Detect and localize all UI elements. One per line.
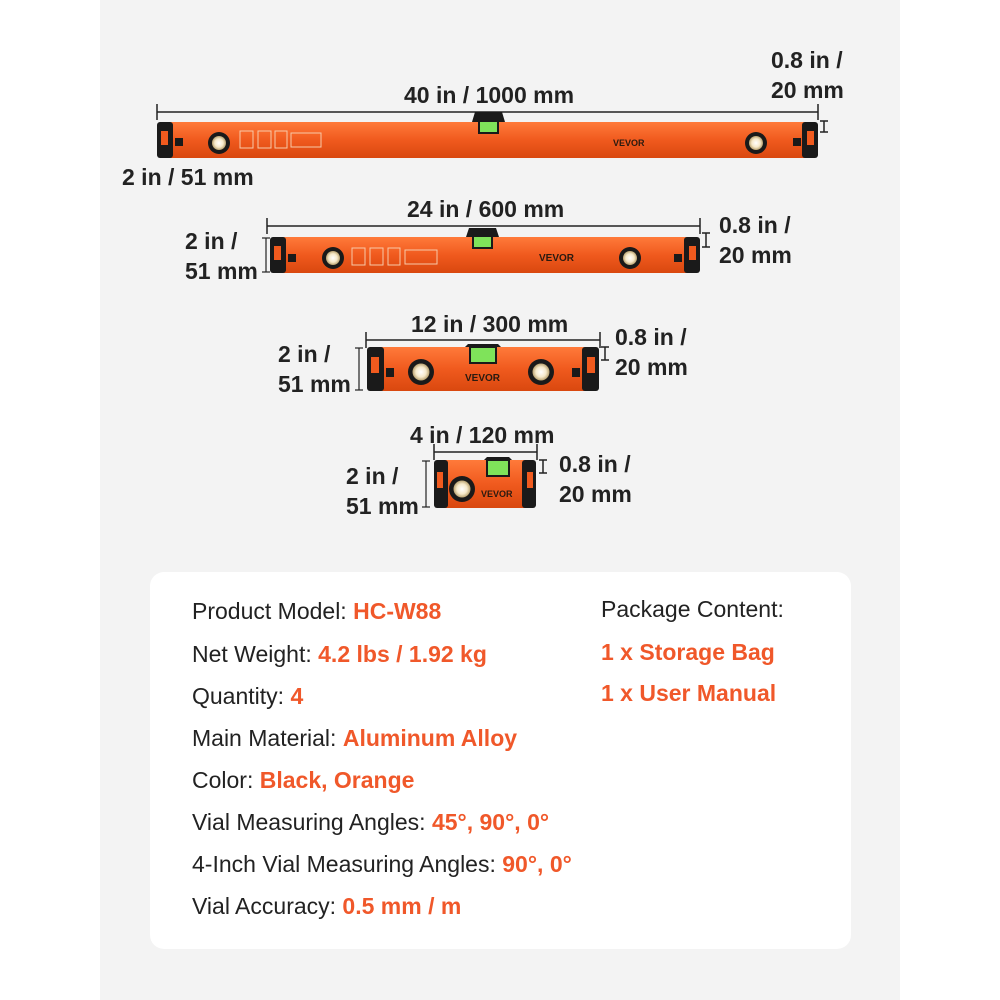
height-label-4in: 2 in / 51 mm (346, 461, 419, 521)
round-vial (208, 132, 230, 154)
height-label-24in: 2 in / 51 mm (185, 226, 258, 286)
package-item: 1 x Storage Bag (601, 639, 775, 665)
brand-label: VEVOR (465, 373, 501, 384)
spec-row-weight: Net Weight: 4.2 lbs / 1.92 kg (192, 639, 487, 669)
length-label-12in: 12 in / 300 mm (411, 311, 569, 337)
spec-row-4in-vial-angles: 4-Inch Vial Measuring Angles: 90°, 0° (192, 849, 572, 879)
thickness-line2: 20 mm (615, 354, 688, 380)
thickness-line1: 0.8 in / (771, 47, 843, 73)
length-label-4in: 4 in / 120 mm (410, 422, 555, 448)
spec-value: Black, Orange (259, 767, 415, 793)
level-4in (422, 444, 547, 508)
spec-row-material: Main Material: Aluminum Alloy (192, 723, 517, 753)
height-line1: 2 in / (185, 228, 238, 254)
height-line2: 51 mm (346, 493, 419, 519)
spec-value: Aluminum Alloy (342, 725, 518, 751)
spec-card (150, 572, 851, 949)
spec-row-color: Color: Black, Orange (192, 765, 414, 795)
brand-label: VEVOR (481, 489, 513, 499)
spec-label: Vial Measuring Angles: (192, 809, 432, 835)
thickness-line1: 0.8 in / (559, 451, 631, 477)
spec-label: Main Material: (192, 725, 343, 751)
round-vial (745, 132, 767, 154)
spec-value: 4.2 lbs / 1.92 kg (318, 641, 487, 667)
spec-label: Quantity: (192, 683, 291, 709)
thickness-label-12in: 0.8 in / 20 mm (615, 322, 688, 382)
spec-value: HC-W88 (353, 598, 442, 624)
height-line1: 2 in / (346, 463, 399, 489)
brand-label: VEVOR (539, 253, 575, 264)
spec-row-quantity: Quantity: 4 (192, 681, 303, 711)
level-24in (262, 218, 710, 273)
spec-value: 45°, 90°, 0° (431, 809, 550, 835)
spec-row-model: Product Model: HC-W88 (192, 596, 441, 626)
height-label-12in: 2 in / 51 mm (278, 339, 351, 399)
length-label-40in: 40 in / 1000 mm (404, 82, 575, 108)
height-line2: 51 mm (278, 371, 351, 397)
spec-row-vial-angles: Vial Measuring Angles: 45°, 90°, 0° (192, 807, 549, 837)
spec-label: Color: (192, 767, 260, 793)
spec-label: Product Model: (192, 598, 354, 624)
package-title: Package Content: (601, 596, 784, 622)
spec-value: 90°, 0° (502, 851, 572, 877)
spec-row-accuracy: Vial Accuracy: 0.5 mm / m (192, 891, 461, 921)
level-40in (156, 104, 828, 158)
package-item: 1 x User Manual (601, 680, 777, 706)
thickness-label-4in: 0.8 in / 20 mm (559, 449, 632, 509)
spec-value: 4 (290, 683, 304, 709)
height-line1: 2 in / (278, 341, 331, 367)
thickness-label-40in: 0.8 in / 20 mm (771, 45, 844, 105)
thickness-label-24in: 0.8 in / 20 mm (719, 210, 792, 270)
spec-value: 0.5 mm / m (342, 893, 462, 919)
length-label-24in: 24 in / 600 mm (407, 196, 565, 222)
thickness-line2: 20 mm (719, 242, 792, 268)
spec-label: 4-Inch Vial Measuring Angles: (192, 851, 503, 877)
height-label-40in: 2 in / 51 mm (122, 164, 254, 190)
thickness-line1: 0.8 in / (615, 324, 687, 350)
thickness-line2: 20 mm (771, 77, 844, 103)
top-vial (472, 112, 505, 134)
thickness-line2: 20 mm (559, 481, 632, 507)
spec-label: Vial Accuracy: (192, 893, 343, 919)
levels-diagram: VEVOR VEVOR VEVOR VEVOR (156, 104, 828, 508)
spec-label: Net Weight: (192, 641, 319, 667)
level-12in (355, 332, 609, 391)
height-line2: 51 mm (185, 258, 258, 284)
thickness-line1: 0.8 in / (719, 212, 791, 238)
brand-label: VEVOR (613, 138, 645, 148)
